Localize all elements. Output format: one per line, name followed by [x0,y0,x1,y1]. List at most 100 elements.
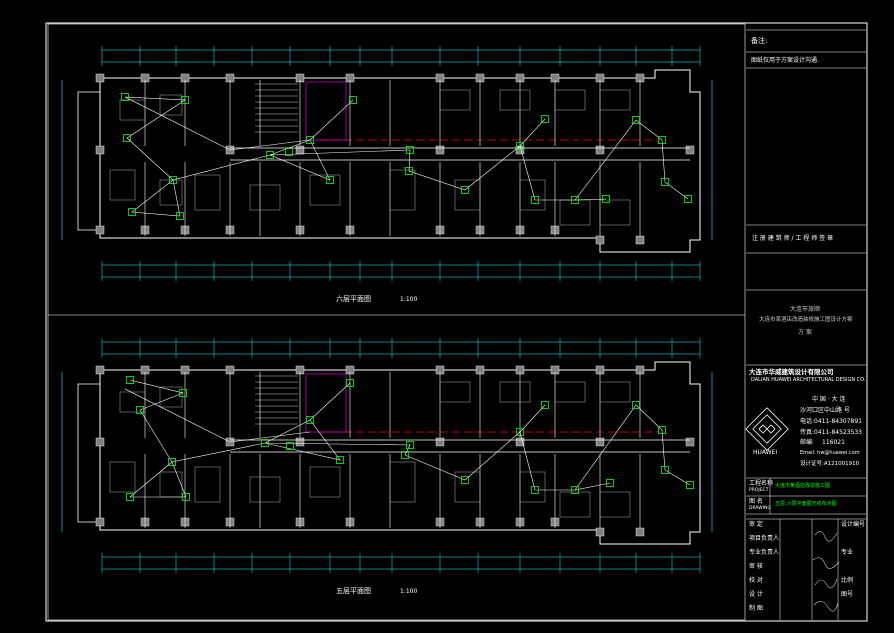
wifi-ap-icon [516,428,524,436]
wifi-ap-icon [632,116,640,124]
plan-scale-lower: 1:100 [400,588,418,595]
wifi-ap-icon [571,196,579,204]
titleblock-row-label: 审 核 [749,563,763,570]
furniture [599,199,631,226]
outer-frame [45,22,868,622]
furniture [389,461,416,503]
wifi-ap-icon [182,493,190,501]
column [95,517,105,527]
wifi-ap-icon [661,466,669,474]
huawei-logo-icon [745,407,789,451]
furniture [499,381,531,403]
project-value: 大连市某酒店改造施工图 [775,483,831,489]
column [685,145,695,155]
shaft-outline [305,373,347,433]
column [95,437,105,447]
wifi-ap-icon [346,379,354,387]
furniture [194,174,221,211]
plan-title-upper: 六层平面图 [336,295,371,303]
wifi-ap-icon [121,93,129,101]
wifi-ap-icon [658,136,666,144]
wifi-ap-icon [461,476,469,484]
wifi-ap-icon [531,486,539,494]
company-email: Email: hw@huawei.com [800,450,860,456]
project-name: 大连市某酒店改造装修施工图设计方案 [759,317,853,323]
building-outline [99,69,701,253]
notes-text: 图纸仅用于方案设计沟通. [751,57,819,64]
column [595,437,605,447]
plan-title-lower: 五层平面图 [336,587,371,595]
column [635,527,645,537]
column [635,235,645,245]
wifi-ap-icon [661,178,669,186]
column [595,235,605,245]
wifi-ap-icon [261,439,269,447]
furniture [309,466,341,498]
wifi-ap-icon [541,401,549,409]
wifi-ap-icon [541,115,549,123]
wifi-ap-icon [123,134,131,142]
wifi-ap-icon [286,442,294,450]
drawing-value: 五层,六层平面图无线布点图 [775,501,837,507]
drawing-label-en: DRAWING [749,506,771,511]
furniture [109,461,136,493]
wifi-ap-icon [602,195,610,203]
wifi-ap-icon [686,481,694,489]
furniture [159,386,183,408]
furniture [159,94,183,116]
building-outline [99,361,701,545]
wifi-ap-icon [128,208,136,216]
plan-scale-upper: 1:100 [400,296,418,303]
furniture [519,179,546,211]
wifi-ap-icon [136,406,144,414]
titleblock-row-label: 审 定 [749,521,763,528]
column [95,145,105,155]
wifi-ap-icon [461,186,469,194]
titleblock-row-right-label: 图号 [841,591,854,598]
wifi-ap-icon [531,196,539,204]
wifi-ap-icon [406,441,414,449]
project-label: 工程名称 [749,480,774,487]
wifi-ap-icon [349,96,357,104]
wifi-ap-icon [266,151,274,159]
network-cable [229,139,311,151]
furniture [599,89,631,111]
furniture [559,491,591,518]
column [295,437,305,447]
column [515,145,525,155]
company-zip-label: 邮编: [800,439,815,446]
titleblock-row-label: 制 图 [749,605,763,612]
notes-heading: 备注: [751,37,768,45]
network-cable [124,388,231,443]
furniture [454,471,481,503]
project-phase: 方 案 [798,329,812,336]
wifi-ap-icon [405,167,413,175]
furniture [599,381,631,403]
column [435,437,445,447]
company-cert: 设计证号:A121001910 [800,461,860,467]
floor-plan-sixth [61,46,713,281]
network-cable [229,431,311,443]
wifi-ap-icon [632,401,640,409]
titleblock-row-right-label: 专业 [841,549,854,556]
furniture [439,89,471,111]
wifi-ap-icon [285,148,293,156]
wifi-ap-icon [606,479,614,487]
titleblock-row-label: 项目负责人 [749,535,780,542]
drawing-label: 图 名 [749,498,763,505]
company-name-cn: 大连市华威建筑设计有限公司 [749,368,834,376]
shaft-outline [305,81,347,141]
project-owner: 大连市旅顺 [790,306,821,313]
wifi-ap-icon [169,176,177,184]
furniture [119,99,146,121]
column [685,437,695,447]
column [95,225,105,235]
column [295,145,305,155]
furniture [249,476,281,503]
company-address: 沙河口区中山路 号 [800,407,850,414]
furniture [439,381,471,403]
furniture [554,89,586,111]
wifi-ap-icon [336,456,344,464]
building-outline [77,91,101,231]
company-fax: 传真:0411-84523533 [800,429,862,436]
